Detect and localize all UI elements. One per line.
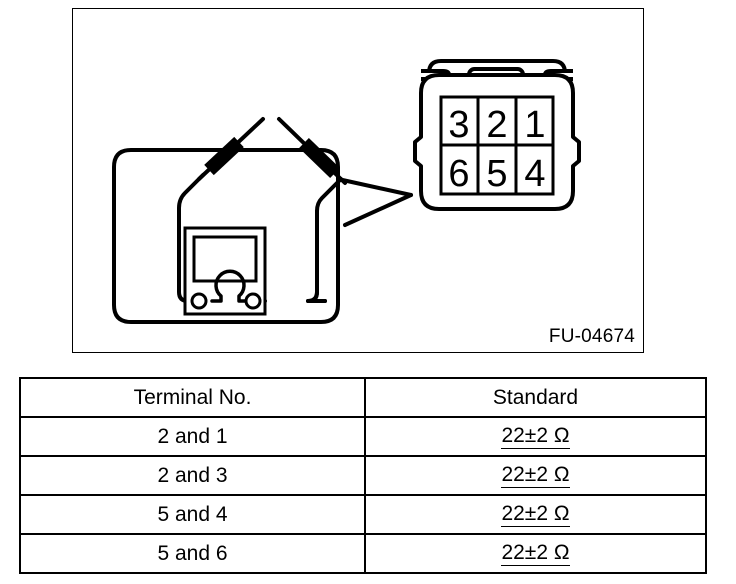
cell-terminal: 5 and 6 — [19, 533, 366, 574]
standard-value: 22±2 Ω — [501, 424, 570, 450]
pin-number-3: 3 — [448, 104, 469, 146]
specification-table: Terminal No. Standard 2 and 1 22±2 Ω 2 a… — [19, 377, 707, 574]
standard-value: 22±2 Ω — [501, 541, 570, 567]
table-row: 5 and 6 22±2 Ω — [19, 533, 707, 574]
table-row: 2 and 3 22±2 Ω — [19, 455, 707, 496]
cell-terminal: 5 and 4 — [19, 494, 366, 535]
meter-outer-housing — [112, 148, 340, 324]
cell-standard: 22±2 Ω — [364, 494, 707, 535]
cell-terminal: 2 and 3 — [19, 455, 366, 496]
callout-upper-arm — [336, 177, 413, 197]
figure-panel: 3 2 1 6 5 4 FU-04674 — [72, 8, 644, 353]
ohm-symbol — [210, 269, 250, 303]
table-row: 2 and 1 22±2 Ω — [19, 416, 707, 457]
callout-lower-arm — [343, 193, 413, 227]
standard-value: 22±2 Ω — [501, 463, 570, 489]
column-header-terminal: Terminal No. — [19, 377, 366, 418]
figure-id-label: FU-04674 — [548, 326, 635, 347]
pin-number-1: 1 — [524, 104, 545, 146]
table-header-row: Terminal No. Standard — [19, 377, 707, 418]
pin-number-4: 4 — [524, 153, 545, 195]
pin-number-5: 5 — [486, 153, 507, 195]
callout-pointer — [336, 177, 413, 227]
multimeter-group — [112, 117, 347, 324]
probe-right-grip — [299, 137, 340, 179]
pin-number-2: 2 — [486, 104, 507, 146]
table-row: 5 and 4 22±2 Ω — [19, 494, 707, 535]
column-header-standard: Standard — [364, 377, 707, 418]
probe-left-grip — [204, 136, 244, 176]
cell-standard: 22±2 Ω — [364, 455, 707, 496]
cell-standard: 22±2 Ω — [364, 416, 707, 457]
meter-display — [192, 235, 258, 283]
pin-number-6: 6 — [448, 153, 469, 195]
figure-illustration: 3 2 1 6 5 4 — [112, 59, 581, 324]
connector-group: 3 2 1 6 5 4 — [413, 59, 581, 211]
meter-jack-left — [190, 292, 208, 310]
standard-value: 22±2 Ω — [501, 502, 570, 528]
cell-standard: 22±2 Ω — [364, 533, 707, 574]
test-lead-right-run — [306, 209, 327, 303]
cell-terminal: 2 and 1 — [19, 416, 366, 457]
meter-jack-right — [244, 292, 262, 310]
